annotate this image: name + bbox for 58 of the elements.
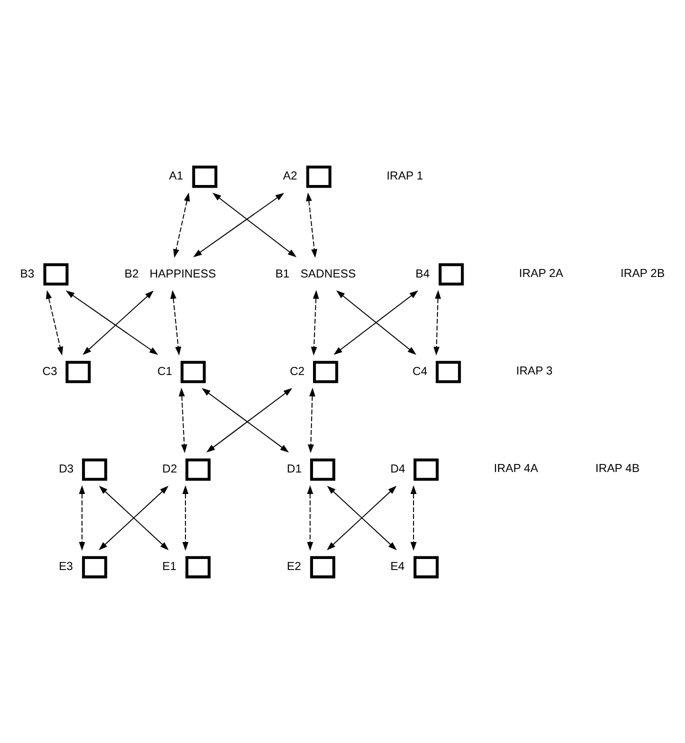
node-symbol bbox=[436, 360, 461, 384]
node-label: C3 bbox=[42, 366, 58, 378]
arrow bbox=[307, 485, 314, 551]
node-label: E4 bbox=[390, 561, 405, 574]
node-symbol bbox=[438, 263, 464, 286]
node-label: D4 bbox=[390, 464, 406, 476]
node-symbol bbox=[192, 166, 218, 188]
node-label: A1 bbox=[169, 170, 184, 183]
node-label: A2 bbox=[283, 170, 298, 183]
label: IRAP 4A bbox=[494, 463, 538, 476]
node-label: B2 bbox=[124, 268, 139, 280]
arrow bbox=[46, 290, 64, 356]
node-label: B3 bbox=[20, 268, 34, 280]
node-label: D1 bbox=[286, 464, 302, 476]
node-symbol bbox=[185, 556, 211, 578]
arrow bbox=[173, 192, 190, 258]
node-symbol bbox=[414, 556, 439, 578]
node-symbol bbox=[313, 360, 338, 384]
arrow bbox=[212, 192, 296, 258]
node-text: HAPPINESS bbox=[150, 268, 216, 280]
arrow bbox=[410, 485, 417, 551]
arrow bbox=[78, 485, 86, 551]
node-label: E2 bbox=[286, 561, 302, 574]
label: IRAP 1 bbox=[386, 170, 424, 182]
arrow bbox=[178, 388, 188, 454]
arrow bbox=[82, 290, 154, 356]
node-label: D2 bbox=[162, 464, 178, 476]
node-label: C2 bbox=[290, 366, 305, 378]
node-label: E1 bbox=[162, 561, 176, 574]
node-label: D3 bbox=[58, 464, 74, 476]
node-symbol bbox=[66, 360, 91, 384]
label: IRAP 2A bbox=[519, 268, 564, 280]
label: IRAP 4B bbox=[595, 463, 640, 476]
arrow bbox=[310, 290, 319, 356]
node-symbol bbox=[310, 458, 336, 481]
arrow bbox=[66, 290, 158, 355]
arrow bbox=[308, 388, 316, 454]
node-label: B4 bbox=[415, 268, 430, 280]
arrow bbox=[193, 192, 284, 258]
node-label: C1 bbox=[157, 366, 172, 378]
label: IRAP 3 bbox=[516, 365, 553, 378]
node-label: B1 bbox=[275, 268, 290, 280]
node-symbol bbox=[82, 458, 108, 481]
label: IRAP 2B bbox=[620, 268, 665, 280]
node-symbol bbox=[306, 166, 332, 188]
arrow bbox=[433, 290, 441, 356]
node-label: C4 bbox=[412, 366, 428, 378]
node-symbol bbox=[310, 556, 336, 578]
arrow bbox=[170, 290, 182, 356]
node-symbol bbox=[82, 556, 108, 578]
arrow bbox=[182, 485, 188, 551]
node-symbol bbox=[185, 458, 211, 481]
node-symbol bbox=[180, 360, 206, 384]
node-label: E3 bbox=[58, 561, 73, 574]
arrow bbox=[306, 192, 318, 258]
node-symbol bbox=[414, 458, 439, 481]
node-text: SADNESS bbox=[300, 268, 356, 280]
node-symbol bbox=[43, 263, 68, 286]
